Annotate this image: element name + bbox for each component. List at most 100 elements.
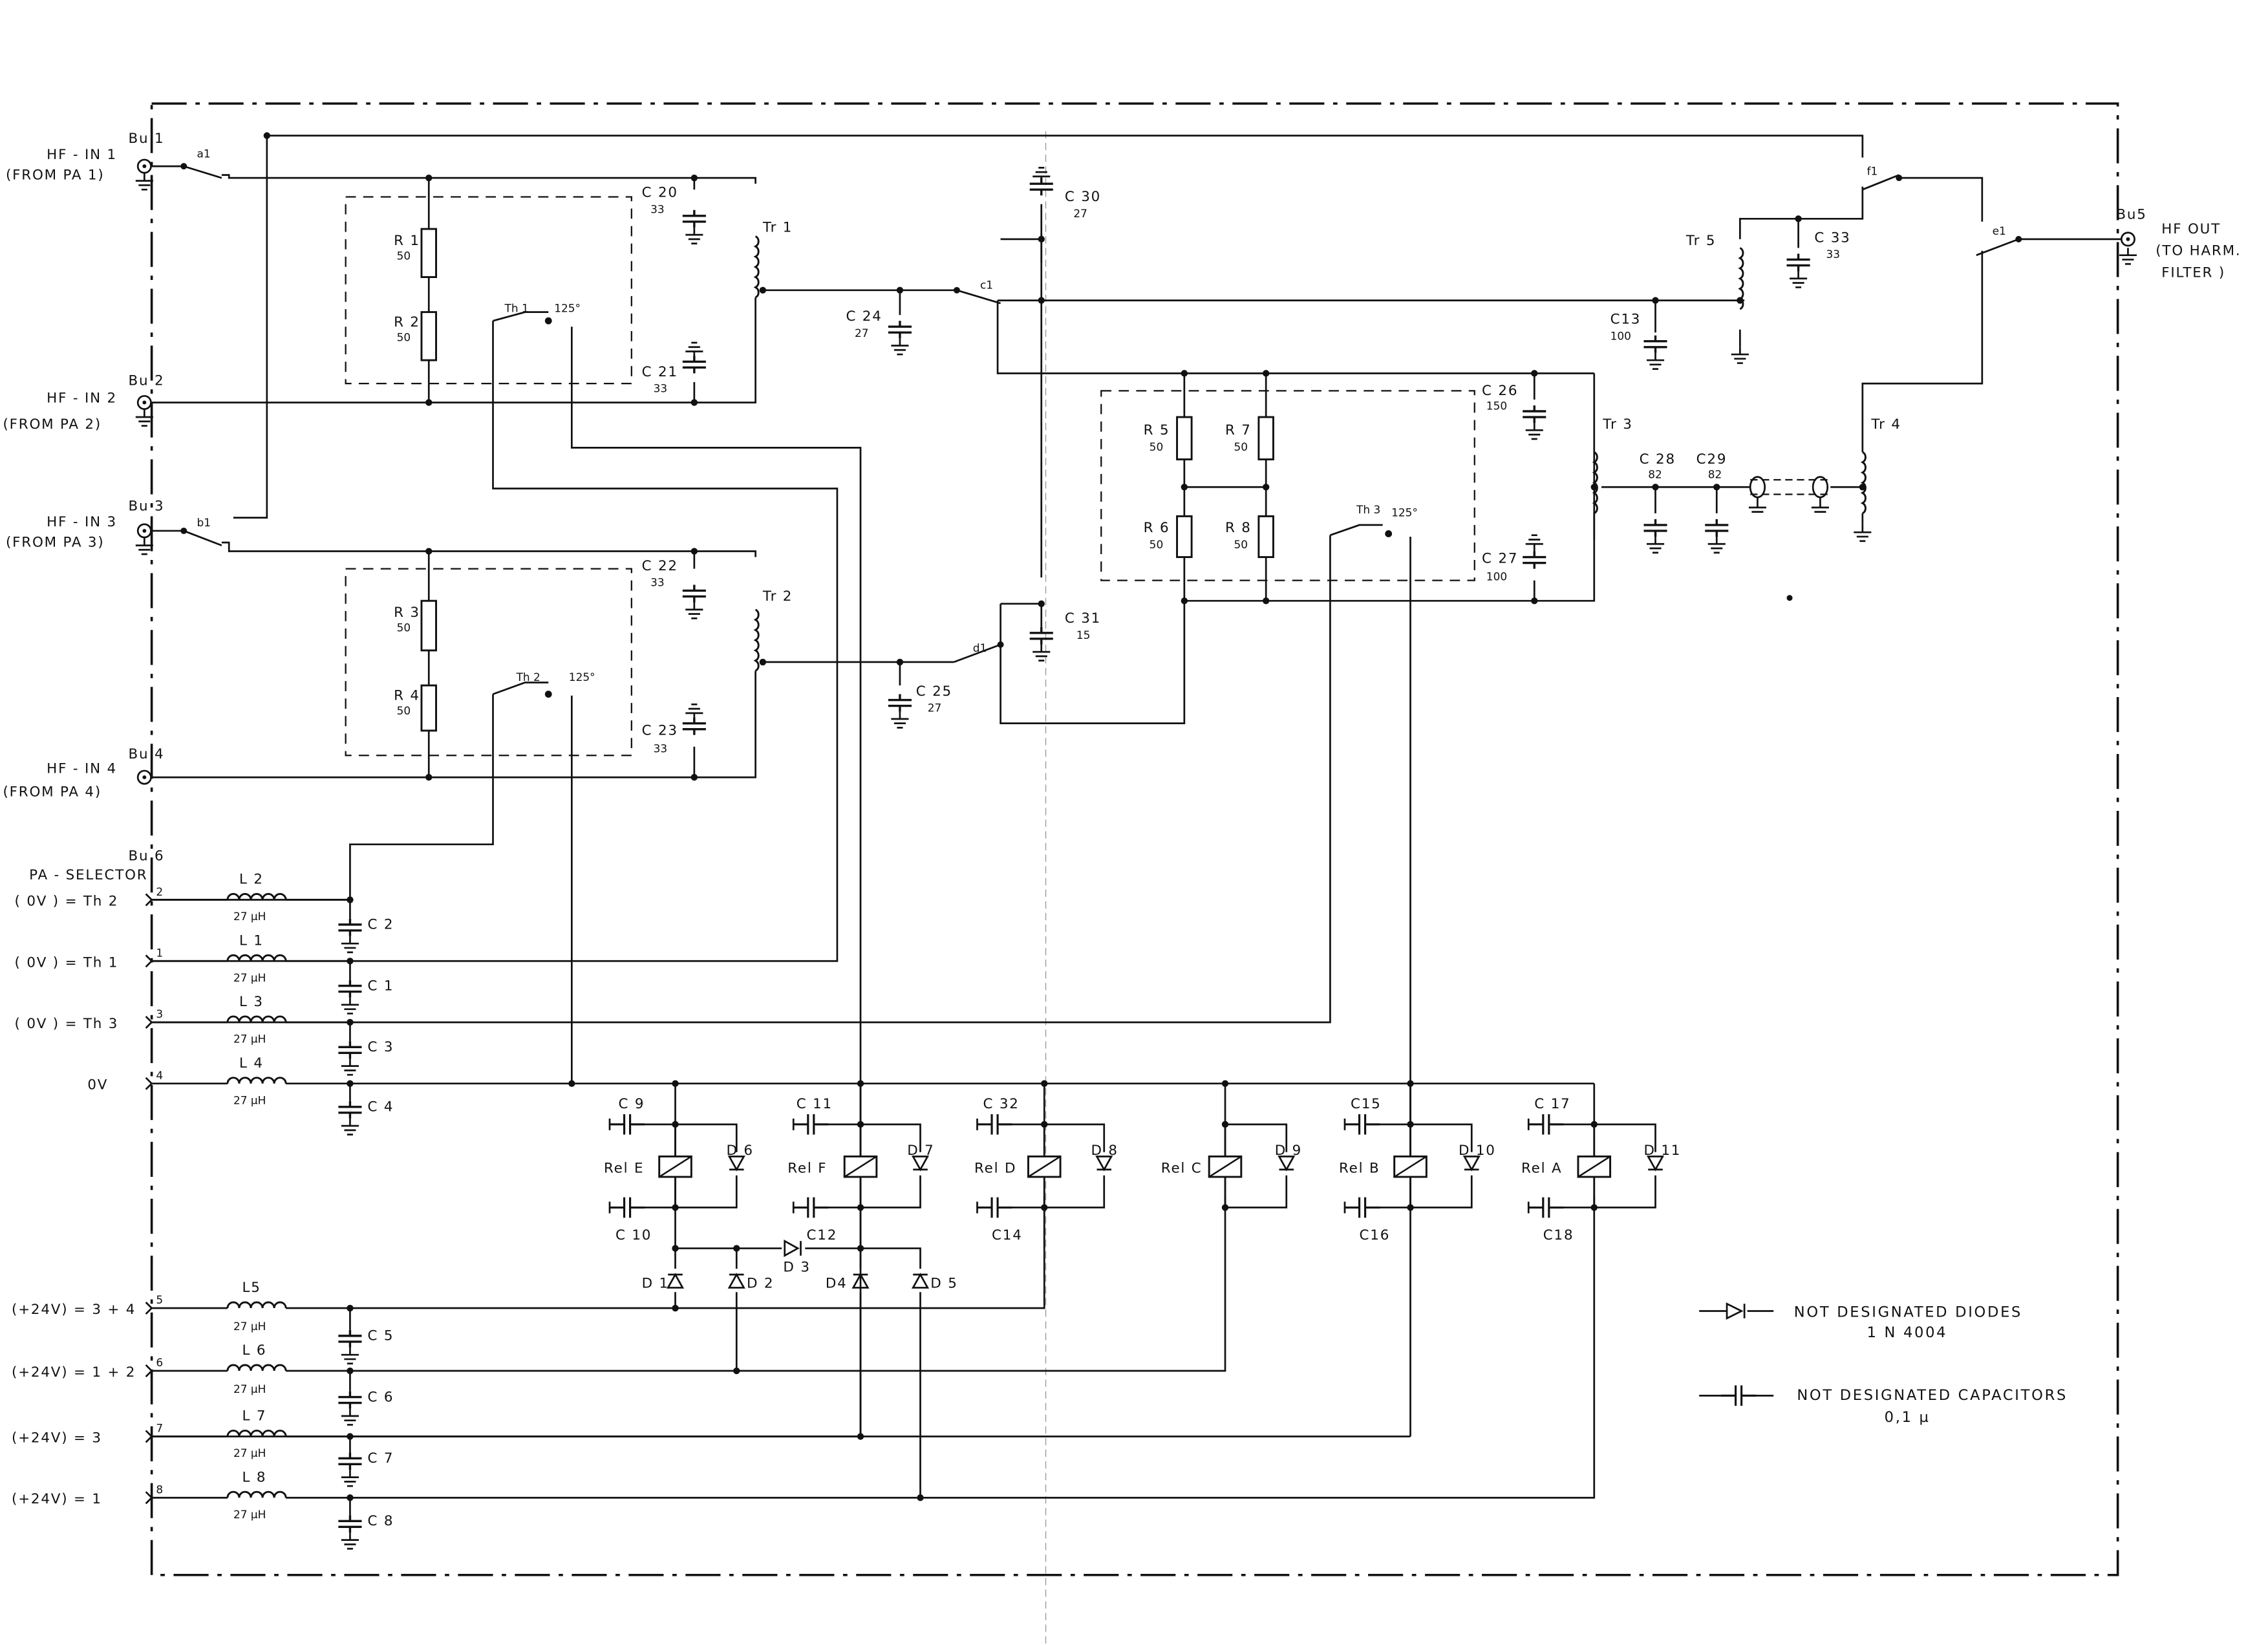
transformer-tr5-label: Tr 5 (1685, 233, 1716, 249)
resistor-r7-label: R 7 (1225, 422, 1252, 438)
switch-f1-label: f1 (1867, 165, 1878, 178)
connector-bu3-label: Bu 3 (129, 498, 165, 514)
connector-bu4-label: Bu 4 (129, 746, 165, 762)
input-hf-in3-label: HF - IN 3 (47, 514, 117, 530)
cap-c17-label: C 17 (1534, 1096, 1570, 1112)
selector-pin7-label: (+24V) = 3 (12, 1430, 102, 1446)
coax-cable (1749, 476, 1831, 499)
output-destination-2: FILTER ) (2161, 265, 2225, 281)
inductor-l4-label: L 4 (239, 1055, 264, 1071)
svg-text:50: 50 (397, 249, 411, 262)
svg-text:82: 82 (1708, 468, 1722, 481)
switch-c1-label: c1 (980, 279, 993, 292)
cap-c3-label: C 3 (367, 1039, 394, 1055)
cap-c29-label: C29 (1696, 451, 1728, 468)
cap-c4-label: C 4 (367, 1099, 394, 1115)
connector-bu1-label: Bu 1 (129, 131, 165, 147)
cap-c12-label: C12 (807, 1227, 838, 1243)
cap-c33-label: C 33 (1814, 230, 1850, 246)
resistor-r1-label: R 1 (394, 233, 420, 249)
legend-capacitors-label: NOT DESIGNATED CAPACITORS (1797, 1387, 2068, 1404)
svg-text:100: 100 (1610, 329, 1631, 342)
cap-c32-label: C 32 (983, 1096, 1020, 1112)
inductor-l3-label: L 3 (239, 994, 264, 1010)
diode-d1-label: D 1 (642, 1275, 669, 1291)
legend-diodes-label: NOT DESIGNATED DIODES (1794, 1304, 2022, 1321)
svg-text:50: 50 (1234, 538, 1248, 551)
cap-c28-label: C 28 (1640, 451, 1676, 468)
selector-pin8-label: (+24V) = 1 (12, 1491, 102, 1507)
svg-text:2: 2 (156, 885, 163, 898)
svg-text:27 µH: 27 µH (233, 910, 266, 923)
transformer-tr4-label: Tr 4 (1870, 416, 1901, 433)
relay-f-label: Rel F (787, 1160, 827, 1176)
cap-c20-label: C 20 (642, 184, 678, 200)
resistor-r3-label: R 3 (394, 605, 420, 621)
svg-text:125°: 125° (554, 302, 581, 315)
inductor-l1-label: L 1 (239, 932, 264, 949)
resistor-r5-label: R 5 (1144, 422, 1170, 438)
input-hf-in4-source: (FROM PA 4) (3, 784, 102, 800)
relay-contacts (180, 163, 2022, 663)
diode-d6-label: D 6 (726, 1143, 753, 1159)
input-hf-in3-source: (FROM PA 3) (6, 535, 104, 551)
switch-e1-label: e1 (1993, 224, 2006, 237)
svg-text:27: 27 (1073, 207, 1087, 220)
diode-d11-label: D 11 (1643, 1143, 1681, 1159)
svg-text:50: 50 (397, 704, 411, 717)
svg-text:5: 5 (156, 1293, 163, 1306)
cap-c30-label: C 30 (1065, 189, 1101, 205)
capacitors (337, 167, 1812, 1550)
connector-bu5-label: Bu5 (2116, 206, 2146, 222)
switch-a1-label: a1 (197, 147, 211, 160)
svg-text:27 µH: 27 µH (233, 1382, 266, 1395)
svg-text:50: 50 (397, 331, 411, 344)
diode-d7-label: D 7 (907, 1143, 934, 1159)
legend-diodes-type: 1 N 4004 (1867, 1324, 1948, 1341)
connector-bu2-label: Bu 2 (129, 372, 165, 389)
cap-c24-label: C 24 (846, 308, 882, 325)
diode-d8-label: D 8 (1091, 1143, 1118, 1159)
svg-text:125°: 125° (1391, 506, 1418, 519)
diode-d5-label: D 5 (930, 1275, 957, 1291)
svg-text:50: 50 (1150, 538, 1164, 551)
cap-c21-label: C 21 (642, 364, 678, 380)
svg-text:27 µH: 27 µH (233, 971, 266, 984)
selector-title: PA - SELECTOR (29, 867, 147, 883)
cap-c6-label: C 6 (367, 1389, 394, 1405)
svg-text:1: 1 (156, 946, 163, 959)
cap-c14-label: C14 (992, 1227, 1023, 1243)
thermal-th3-label: Th 3 (1356, 503, 1380, 516)
cap-c18-label: C18 (1543, 1227, 1574, 1243)
inductor-l6-label: L 6 (242, 1342, 266, 1359)
relay-a-label: Rel A (1521, 1160, 1563, 1176)
inductors (226, 893, 287, 1499)
resistor-r8-label: R 8 (1225, 520, 1252, 536)
enclosure-outline (150, 102, 2119, 1576)
svg-text:6: 6 (156, 1356, 163, 1369)
connectors (134, 158, 2138, 1505)
cap-c16-label: C16 (1360, 1227, 1391, 1243)
selector-pin2-label: ( 0V ) = Th 2 (15, 894, 119, 910)
cap-c11-label: C 11 (797, 1096, 833, 1112)
svg-text:27 µH: 27 µH (233, 1446, 266, 1459)
input-hf-in2-source: (FROM PA 2) (3, 416, 102, 433)
inductor-l7-label: L 7 (242, 1408, 266, 1425)
svg-text:27: 27 (855, 327, 869, 339)
svg-text:33: 33 (654, 742, 668, 755)
output-label: HF OUT (2161, 221, 2221, 237)
selector-pin6-label: (+24V) = 1 + 2 (12, 1364, 136, 1381)
thermal-th2-label: Th 2 (516, 671, 540, 683)
svg-text:100: 100 (1486, 570, 1507, 583)
cap-c2-label: C 2 (367, 917, 394, 933)
transformer-tr2-label: Tr 2 (762, 588, 793, 605)
inductor-l5-label: L5 (242, 1280, 261, 1296)
component-blocks (345, 196, 1475, 757)
relay-b-label: Rel B (1339, 1160, 1380, 1176)
cap-c26-label: C 26 (1482, 383, 1518, 399)
legend-capacitors-value: 0,1 µ (1885, 1409, 1931, 1426)
inductor-l2-label: L 2 (239, 872, 264, 888)
relay-e-label: Rel E (604, 1160, 644, 1176)
svg-text:27 µH: 27 µH (233, 1508, 266, 1521)
